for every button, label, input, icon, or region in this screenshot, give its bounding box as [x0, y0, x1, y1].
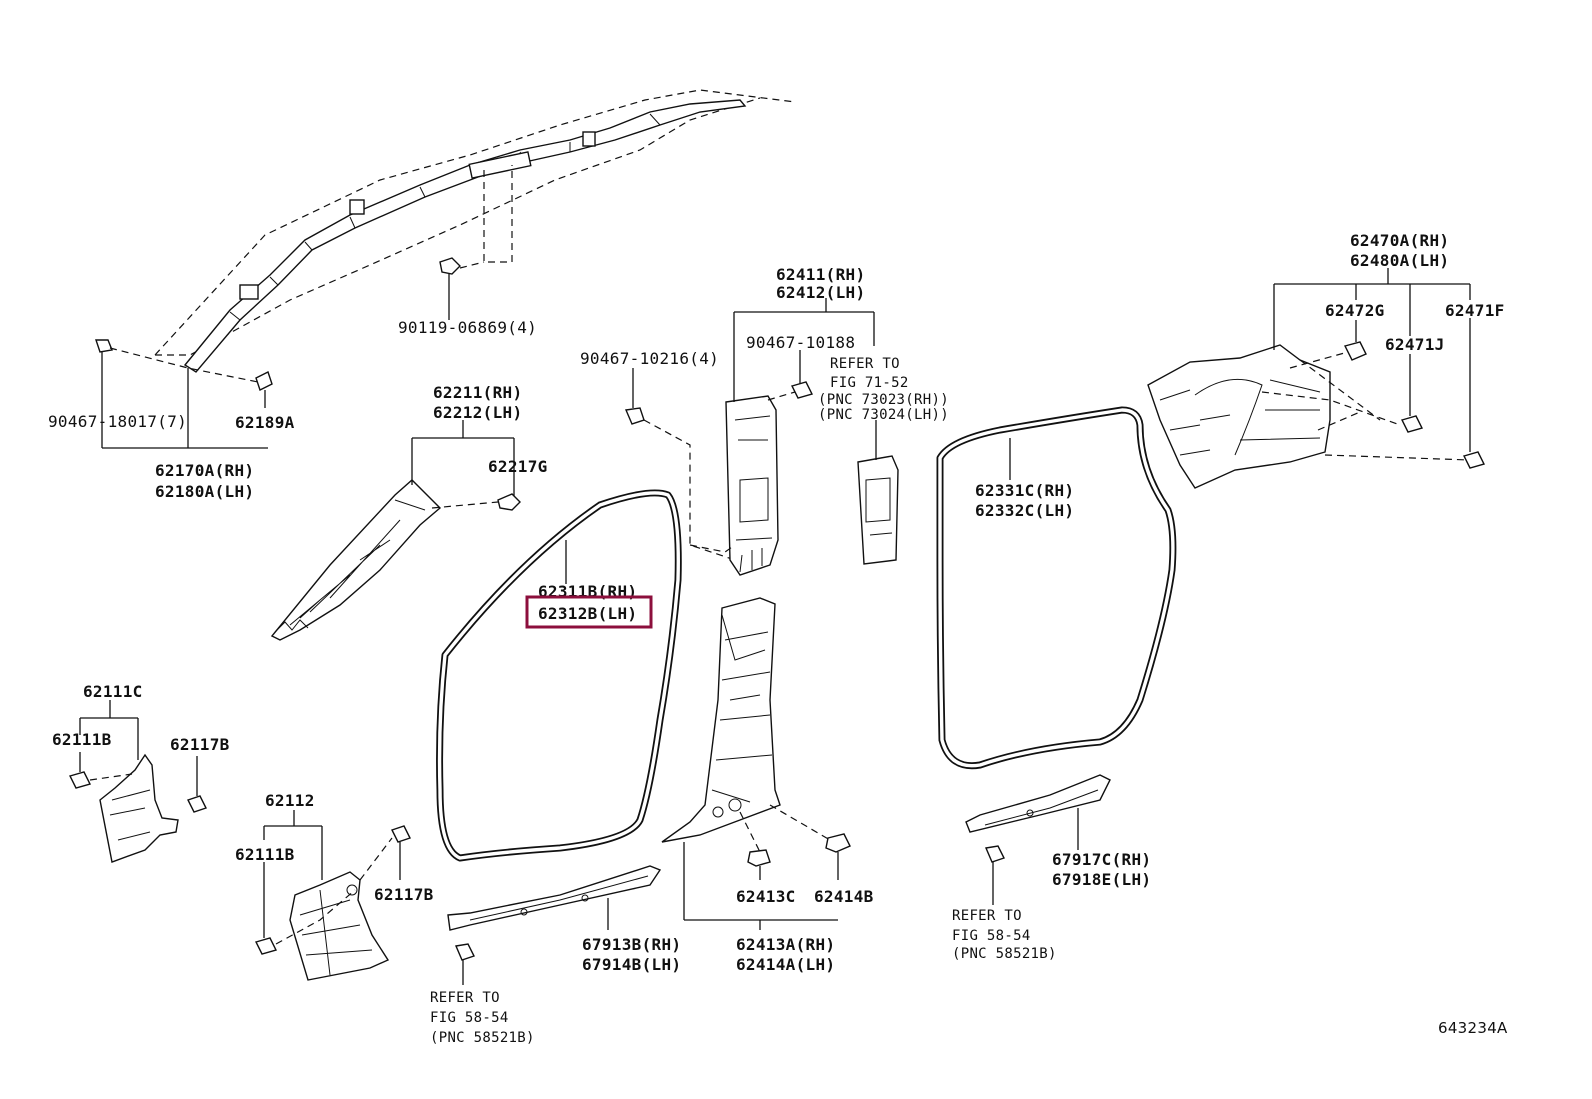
- cowl-side-trim-lower[interactable]: [289, 871, 390, 981]
- label-62312B-LH[interactable]: 62312B(LH): [538, 604, 637, 623]
- label-62480A-LH[interactable]: 62480A(LH): [1350, 251, 1449, 270]
- label-67913B-RH[interactable]: 67913B(RH): [582, 935, 681, 954]
- label-62117B-a[interactable]: 62117B: [170, 735, 230, 754]
- label-front-pnc-58521B[interactable]: (PNC 58521B): [430, 1030, 535, 1046]
- front-door-weatherstrip[interactable]: [436, 489, 682, 862]
- front-pillar-garnish[interactable]: [270, 479, 442, 641]
- quarter-trim-panel[interactable]: [1147, 344, 1331, 489]
- clip-90467-10188-icon: [790, 381, 814, 399]
- label-62111C[interactable]: 62111C: [83, 682, 143, 701]
- clip-62472G-icon: [1343, 341, 1367, 361]
- label-refer-to-71[interactable]: REFER TO: [830, 356, 900, 372]
- label-62413C[interactable]: 62413C: [736, 887, 796, 906]
- label-pnc-73024[interactable]: (PNC 73024(LH)): [818, 407, 949, 423]
- label-62332C-LH[interactable]: 62332C(LH): [975, 501, 1074, 520]
- label-62412-LH[interactable]: 62412(LH): [776, 283, 865, 302]
- label-62217G[interactable]: 62217G: [488, 457, 548, 476]
- bolt-90119-icon: [439, 257, 461, 275]
- rear-door-weatherstrip[interactable]: [936, 406, 1177, 770]
- clip-62189A-icon: [255, 371, 273, 391]
- clip-62217G-icon: [497, 493, 521, 511]
- clip-62117B-b-icon: [391, 825, 411, 843]
- seat-belt-adjuster: [857, 455, 899, 565]
- label-62111B-a[interactable]: 62111B: [52, 730, 112, 749]
- label-90119-06869[interactable]: 90119-06869(4): [398, 318, 537, 337]
- label-90467-18017[interactable]: 90467-18017(7): [48, 412, 187, 431]
- clip-62414B-icon: [825, 833, 851, 853]
- label-62212-LH[interactable]: 62212(LH): [433, 403, 522, 422]
- label-62414B[interactable]: 62414B: [814, 887, 874, 906]
- figure-number: 643234A: [1438, 1019, 1508, 1037]
- clip-62111B-a-icon: [68, 771, 92, 789]
- label-90467-10188[interactable]: 90467-10188: [746, 333, 855, 352]
- label-rear-fig-58-54[interactable]: FIG 58-54: [952, 928, 1031, 944]
- label-62472G[interactable]: 62472G: [1325, 301, 1385, 320]
- label-67914B-LH[interactable]: 67914B(LH): [582, 955, 681, 974]
- label-62414A-LH[interactable]: 62414A(LH): [736, 955, 835, 974]
- label-62411-RH[interactable]: 62411(RH): [776, 265, 865, 284]
- label-rear-pnc-58521B[interactable]: (PNC 58521B): [952, 946, 1057, 962]
- clip-62471F-icon: [1462, 451, 1486, 469]
- clip-62413C-icon: [747, 849, 771, 867]
- label-62471J[interactable]: 62471J: [1385, 335, 1445, 354]
- label-front-refer-to[interactable]: REFER TO: [430, 990, 500, 1006]
- label-67917C-RH[interactable]: 67917C(RH): [1052, 850, 1151, 869]
- label-62111B-b[interactable]: 62111B: [235, 845, 295, 864]
- center-pillar-lower-garnish[interactable]: [661, 597, 781, 843]
- label-62413A-RH[interactable]: 62413A(RH): [736, 935, 835, 954]
- label-62189A[interactable]: 62189A: [235, 413, 295, 432]
- label-pnc-73023[interactable]: (PNC 73023(RH)): [818, 392, 949, 408]
- front-scuff-plate[interactable]: [447, 865, 662, 931]
- label-62470A-RH[interactable]: 62470A(RH): [1350, 231, 1449, 250]
- label-fig-71-52[interactable]: FIG 71-52: [830, 375, 909, 391]
- label-front-fig-58-54[interactable]: FIG 58-54: [430, 1010, 509, 1026]
- curtain-airbag-assembly[interactable]: [95, 89, 796, 449]
- clip-62111B-b-icon: [254, 937, 278, 955]
- clip-62471J-icon: [1400, 415, 1424, 433]
- clip-90467-18017-icon: [95, 339, 113, 353]
- cowl-side-trim-upper[interactable]: [99, 753, 179, 863]
- clip-62117B-a-icon: [187, 795, 207, 813]
- label-67918E-LH[interactable]: 67918E(LH): [1052, 870, 1151, 889]
- label-rear-refer-to[interactable]: REFER TO: [952, 908, 1022, 924]
- label-62471F[interactable]: 62471F: [1445, 301, 1505, 320]
- label-62331C-RH[interactable]: 62331C(RH): [975, 481, 1074, 500]
- label-62170A-RH[interactable]: 62170A(RH): [155, 461, 254, 480]
- label-62112[interactable]: 62112: [265, 791, 315, 810]
- clip-rear-scuff-icon: [985, 845, 1005, 863]
- label-62211-RH[interactable]: 62211(RH): [433, 383, 522, 402]
- clip-front-scuff-icon: [455, 943, 475, 961]
- label-90467-10216[interactable]: 90467-10216(4): [580, 349, 719, 368]
- center-pillar-upper-garnish[interactable]: [725, 395, 779, 576]
- label-62180A-LH[interactable]: 62180A(LH): [155, 482, 254, 501]
- clip-90467-10216-icon: [624, 407, 645, 425]
- label-62117B-b[interactable]: 62117B: [374, 885, 434, 904]
- rear-scuff-plate[interactable]: [965, 774, 1111, 833]
- highlight-box-62312B: [525, 595, 653, 629]
